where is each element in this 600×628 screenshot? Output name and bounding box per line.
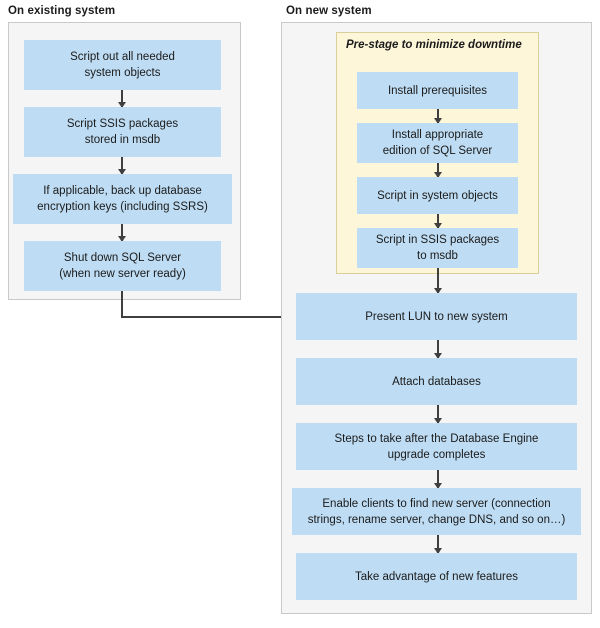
node-backup-encryption-keys[interactable]: If applicable, back up database encrypti… [13,174,232,224]
panel-heading-new-system: On new system [286,5,372,17]
node-line: Install appropriate [391,129,484,141]
node-line: to msdb [417,250,458,262]
node-line: If applicable, back up database [43,185,202,197]
node-install-prerequisites[interactable]: Install prerequisites [357,72,518,109]
arrow-down-icon [437,470,439,488]
node-line: Script in system objects [377,189,498,202]
node-script-system-objects[interactable]: Script out all needed system objects [24,40,221,90]
arrow-down-icon [437,268,439,293]
arrow-down-icon [121,157,123,174]
node-attach-databases[interactable]: Attach databases [296,358,577,405]
node-new-features[interactable]: Take advantage of new features [296,553,577,600]
prestage-title: Pre-stage to minimize downtime [346,39,522,51]
node-line: strings, rename server, change DNS, and … [307,513,566,526]
node-line: system objects [84,67,161,79]
node-line: encryption keys (including SSRS) [37,201,208,213]
node-post-upgrade-steps[interactable]: Steps to take after the Database Engine … [296,423,577,470]
node-line: Steps to take after the Database Engine [334,432,539,445]
node-line: (when new server ready) [59,268,186,280]
node-script-in-system-objects[interactable]: Script in system objects [357,177,518,214]
node-line: stored in msdb [84,134,161,146]
node-script-ssis-packages[interactable]: Script SSIS packages stored in msdb [24,107,221,157]
node-line: edition of SQL Server [382,145,493,157]
arrow-down-icon [437,214,439,228]
node-line: Install prerequisites [387,84,488,97]
node-line: Script out all needed [70,51,175,63]
node-line: Enable clients to find new server (conne… [322,497,551,510]
arrow-down-icon [121,90,123,107]
node-line: Script SSIS packages [66,118,179,130]
node-line: Present LUN to new system [365,310,508,323]
arrow-down-icon [437,405,439,423]
connector-cross-panel-horizontal [121,316,293,318]
node-install-sql-server[interactable]: Install appropriate edition of SQL Serve… [357,123,518,163]
arrow-down-icon [437,340,439,358]
connector-cross-panel-vertical [121,291,123,317]
arrow-down-icon [437,535,439,553]
panel-heading-existing-system: On existing system [8,5,116,17]
arrow-down-icon [437,109,439,123]
node-shut-down-sql-server[interactable]: Shut down SQL Server (when new server re… [24,241,221,291]
arrow-down-icon [121,224,123,241]
node-line: upgrade completes [387,448,486,461]
node-line: Take advantage of new features [354,570,519,583]
node-line: Attach databases [392,375,481,388]
node-present-lun[interactable]: Present LUN to new system [296,293,577,340]
node-line: Script in SSIS packages [375,234,500,246]
node-line: Shut down SQL Server [63,252,182,264]
arrow-down-icon [437,163,439,177]
node-script-in-ssis-packages[interactable]: Script in SSIS packages to msdb [357,228,518,268]
node-enable-clients[interactable]: Enable clients to find new server (conne… [292,488,581,535]
